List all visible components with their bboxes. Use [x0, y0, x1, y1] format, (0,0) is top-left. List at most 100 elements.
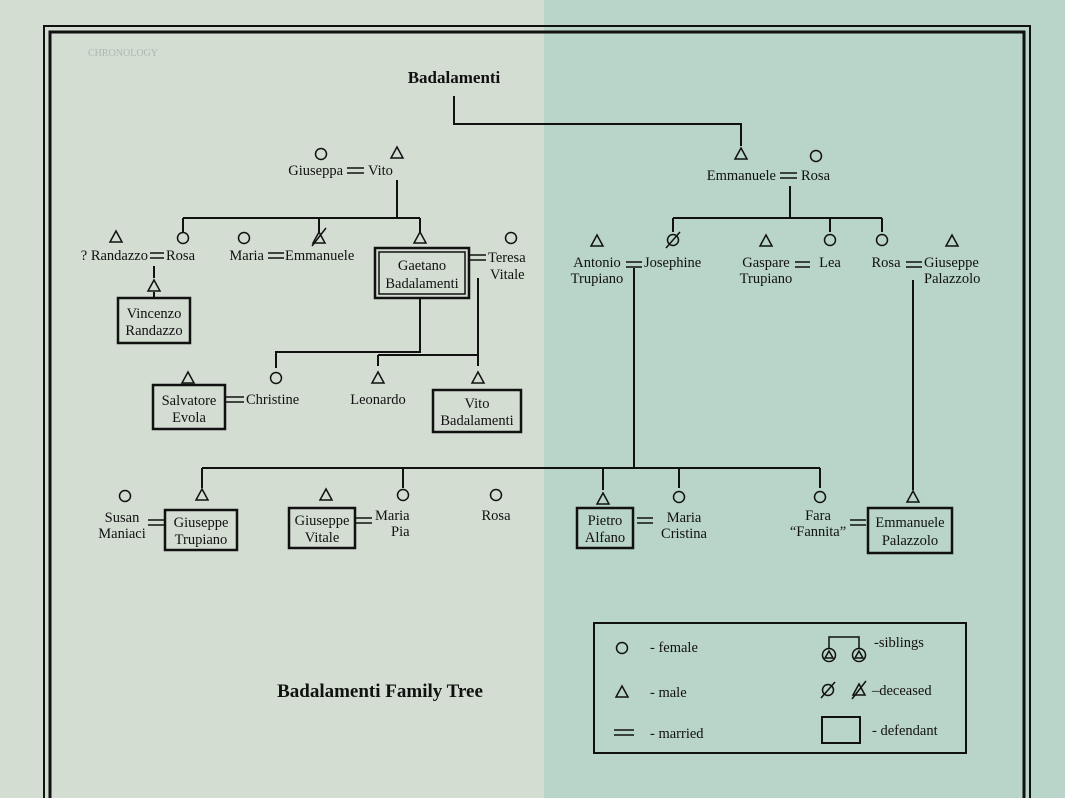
defendant-boxes: [116, 246, 954, 555]
diagram-caption: Badalamenti Family Tree: [277, 681, 483, 702]
female-icon: [237, 231, 251, 245]
person-antonio-line1: Antonio: [573, 255, 621, 271]
person-salvatore-line1: Salvatore: [162, 393, 217, 409]
person-giuseppe-palazzolo-line1: Giuseppe: [924, 255, 979, 271]
person-vincenzo-line2: Randazzo: [125, 323, 182, 339]
legend-female: - female: [650, 640, 698, 656]
person-giuseppe-palazzolo-line2: Palazzolo: [924, 271, 980, 287]
legend-defendant-box: [821, 716, 861, 744]
female-icon: [396, 488, 410, 502]
male-icon: [318, 487, 334, 501]
female-icon: [269, 371, 283, 385]
female-icon: [176, 231, 190, 245]
person-gaetano-line1: Gaetano: [398, 258, 446, 274]
person-emmanuele-b: Emmanuele: [285, 248, 354, 264]
person-susan-line1: Susan: [105, 510, 140, 526]
person-antonio-line2: Trupiano: [571, 271, 624, 287]
legend-married: - married: [650, 726, 704, 742]
diagram-title: Badalamenti: [408, 68, 501, 87]
legend-siblings-bracket: [828, 636, 860, 648]
person-giuseppe-trupiano-line2: Trupiano: [175, 532, 228, 548]
legend-deceased-male-icon: [851, 682, 867, 696]
person-vito-badalamenti-line2: Badalamenti: [440, 413, 513, 429]
person-christine: Christine: [246, 392, 299, 408]
person-gaspare-line2: Trupiano: [740, 271, 793, 287]
male-icon: [758, 233, 774, 247]
male-icon: [470, 370, 486, 384]
legend-male: - male: [650, 685, 687, 701]
person-randazzo: ? Randazzo: [81, 248, 148, 264]
male-icon: [595, 491, 611, 505]
male-icon: [370, 370, 386, 384]
legend-female-icon: [615, 641, 629, 655]
person-lea: Lea: [819, 255, 841, 271]
deceased-female-icon: [666, 233, 680, 247]
female-icon: [875, 233, 889, 247]
person-vito-badalamenti-line1: Vito: [465, 396, 490, 412]
person-giuseppe-trupiano-line1: Giuseppe: [174, 515, 229, 531]
male-icon: [108, 229, 124, 243]
female-icon: [809, 149, 823, 163]
person-maria-cristina-line2: Cristina: [661, 526, 707, 542]
chronology-header: CHRONOLOGY: [88, 48, 158, 59]
defendant-box-pietro: [575, 506, 635, 550]
legend-sibling-icon: [851, 647, 867, 663]
male-icon: [412, 230, 428, 244]
legend-male-icon: [614, 684, 630, 698]
person-maria: Maria: [229, 248, 264, 264]
name-labels: Giuseppa Vito Emmanuele Rosa ? Randazzo …: [81, 163, 981, 549]
person-teresa-line1: Teresa: [488, 250, 526, 266]
legend-sibling-icon: [821, 647, 837, 663]
person-rosa-g: Rosa: [482, 508, 512, 524]
person-rosa: Rosa: [801, 168, 831, 184]
person-pietro-line1: Pietro: [588, 513, 623, 529]
page-frame: [43, 25, 1031, 798]
female-icon: [672, 490, 686, 504]
male-icon: [733, 146, 749, 160]
person-rosa-randazzo: Rosa: [166, 248, 196, 264]
legend-siblings: -siblings: [874, 635, 924, 651]
person-emmanuele-palazzolo-line1: Emmanuele: [875, 515, 944, 531]
female-icon: [118, 489, 132, 503]
person-giuseppe-vitale-line1: Giuseppe: [295, 513, 350, 529]
legend-deceased-female-icon: [821, 683, 835, 697]
person-josephine: Josephine: [644, 255, 701, 271]
person-emmanuele: Emmanuele: [707, 168, 776, 184]
legend-defendant: - defendant: [872, 723, 938, 739]
person-gaetano-line2: Badalamenti: [385, 276, 458, 292]
person-salvatore-line2: Evola: [172, 410, 206, 426]
marriage-signs: [148, 167, 922, 526]
left-page: [0, 0, 544, 798]
female-icon: [823, 233, 837, 247]
male-icon: [146, 278, 162, 292]
male-icon: [194, 487, 210, 501]
person-fara-line1: Fara: [805, 508, 831, 524]
defendant-box-salvatore: [151, 383, 227, 431]
female-icon: [489, 488, 503, 502]
defendant-box-vito: [431, 388, 523, 434]
male-icon: [389, 145, 405, 159]
female-icon: [504, 231, 518, 245]
defendant-box-gaetano: [373, 246, 471, 300]
person-maria-pia-line1: Maria: [375, 508, 410, 524]
legend-box: [593, 622, 967, 754]
defendant-box-giuseppe-trupiano: [163, 508, 239, 552]
person-maria-pia-line2: Pia: [391, 524, 410, 540]
female-icon: [813, 490, 827, 504]
person-gaspare-line1: Gaspare: [742, 255, 790, 271]
male-icon: [180, 370, 196, 384]
tree-lines: [153, 96, 914, 490]
person-leonardo: Leonardo: [350, 392, 406, 408]
male-icon: [589, 233, 605, 247]
person-fara-line2: “Fannita”: [790, 524, 846, 540]
person-vincenzo-line1: Vincenzo: [127, 306, 182, 322]
person-symbols: [108, 145, 960, 505]
female-icon: [314, 147, 328, 161]
defendant-box-vincenzo: [116, 296, 192, 345]
deceased-male-icon: [311, 230, 327, 244]
person-giuseppa: Giuseppa: [288, 163, 343, 179]
male-icon: [905, 489, 921, 503]
defendant-box-giuseppe-vitale: [287, 506, 357, 550]
